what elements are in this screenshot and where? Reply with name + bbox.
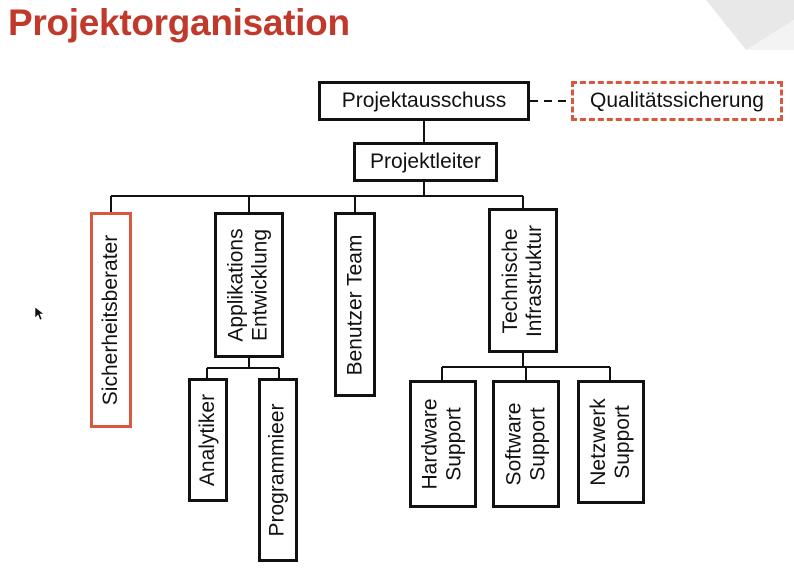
tech-infra-label: Technische Infrastruktur xyxy=(499,224,547,336)
corner-triangle-shape xyxy=(706,0,794,50)
page-title: Projektorganisation xyxy=(8,2,350,43)
hardware-support-box: Hardware Support xyxy=(409,380,477,508)
project-lead-label: Projektleiter xyxy=(370,150,481,173)
quality-assurance-label: Qualitätssicherung xyxy=(590,89,764,112)
programmieer-box: Programmieer xyxy=(258,378,298,562)
security-advisor-label: Sicherheitsberater xyxy=(99,234,123,406)
security-advisor-box: Sicherheitsberater xyxy=(90,212,132,428)
software-support-box: Software Support xyxy=(492,380,560,508)
appdev-label: Applikations Entwicklung xyxy=(225,228,273,341)
quality-assurance-box: Qualitätssicherung xyxy=(571,81,783,121)
tech-infra-box: Technische Infrastruktur xyxy=(488,208,558,353)
programmieer-label: Programmieer xyxy=(266,403,290,537)
user-team-label: Benutzer Team xyxy=(343,234,367,375)
hardware-support-label: Hardware Support xyxy=(419,398,467,490)
steering-committee-label: Projektausschuss xyxy=(341,89,507,112)
appdev-label-line2: Entwicklung xyxy=(249,228,273,342)
mouse-pointer-icon xyxy=(35,307,45,321)
network-support-label: Netzwerk Support xyxy=(587,398,634,486)
corner-triangle-shade xyxy=(746,20,794,50)
appdev-box: Applikations Entwicklung xyxy=(214,212,284,358)
analytiker-label: Analytiker xyxy=(196,393,220,487)
network-support-box: Netzwerk Support xyxy=(577,380,645,504)
tech-infra-label-line1: Technische xyxy=(499,227,523,334)
project-lead-box: Projektleiter xyxy=(353,142,498,182)
corner-triangle-logo-icon xyxy=(706,0,794,50)
steering-committee-box: Projektausschuss xyxy=(318,81,530,121)
software-support-label: Software Support xyxy=(502,402,549,486)
user-team-box: Benutzer Team xyxy=(334,212,376,397)
analytiker-box: Analytiker xyxy=(188,378,228,502)
appdev-label-line1: Applikations xyxy=(225,228,249,342)
tech-infra-label-line2: Infrastruktur xyxy=(523,224,547,337)
